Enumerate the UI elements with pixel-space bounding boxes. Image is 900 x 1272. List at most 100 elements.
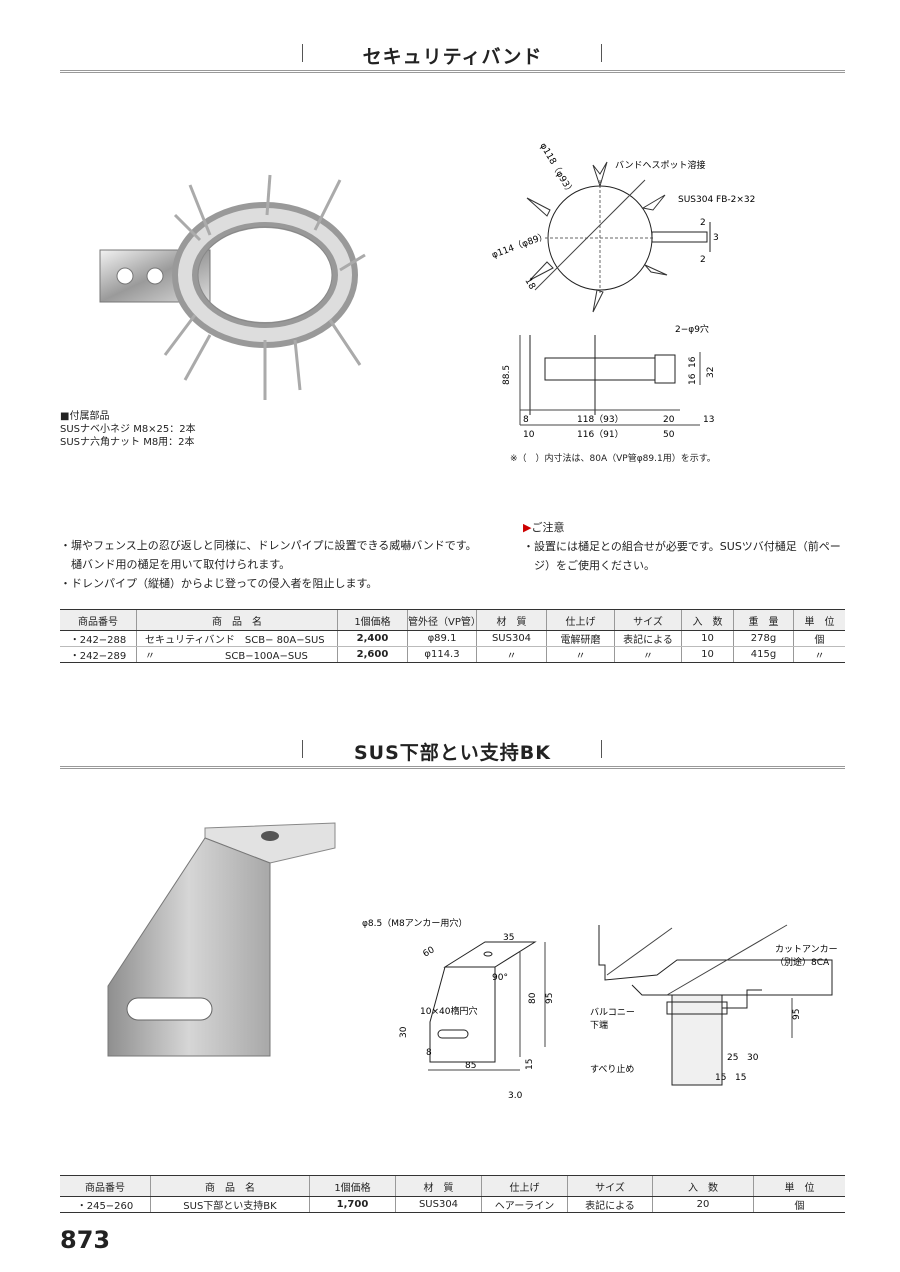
cell: 表記による	[567, 1196, 653, 1213]
cell: 2,600	[337, 646, 408, 663]
cell: 〃 SCB−100A−SUS	[136, 646, 338, 663]
cell: ・242−288	[60, 630, 137, 647]
col-header: 仕上げ	[546, 609, 615, 631]
col-header: 単 位	[793, 609, 845, 631]
col-header: 仕上げ	[481, 1175, 568, 1197]
col-header: 商 品 名	[150, 1175, 310, 1197]
dim-2b: 2	[700, 255, 706, 265]
col-header: サイズ	[567, 1175, 653, 1197]
dim-35: 35	[503, 933, 514, 943]
dim-16a: 16	[688, 356, 698, 368]
dim-80: 80	[528, 992, 538, 1004]
dim-8: 8	[426, 1048, 432, 1058]
cell: ・245−260	[60, 1196, 151, 1213]
dim-90: 90°	[492, 973, 508, 983]
description-line: ・ドレンパイプ（縦樋）からよじ登っての侵入者を阻止します。	[60, 577, 378, 590]
cell: 〃	[614, 646, 682, 663]
label-anchor: カットアンカー	[775, 944, 838, 955]
dim-118: 118（93）	[577, 414, 624, 425]
bracket-photo	[107, 822, 336, 1057]
cell: 278g	[733, 630, 794, 647]
title-bracket-right	[601, 44, 602, 62]
label-stopper: すべり止め	[590, 1063, 634, 1075]
dim-116: 116（91）	[577, 429, 624, 440]
col-header: 1個価格	[337, 609, 408, 631]
page-number: 873	[60, 1226, 111, 1254]
section2-spec-table: 商品番号 商 品 名 1個価格 材 質 仕上げ サイズ 入 数 単 位 ・245…	[60, 1175, 845, 1213]
dim-d114: φ114（φ89）	[490, 230, 549, 260]
dim-25: 25	[727, 1053, 738, 1063]
cell: 〃	[476, 646, 547, 663]
title-bracket-left	[302, 740, 303, 758]
installation-drawing: カットアンカー （別途）8CA バルコニー 下端 95 すべり止め 25 30 …	[590, 924, 838, 1086]
cell: 20	[652, 1196, 754, 1213]
section2-title-rule	[60, 766, 845, 769]
cell: SUS下部とい支持BK	[150, 1196, 310, 1213]
col-header: サイズ	[614, 609, 682, 631]
cell: 個	[753, 1196, 845, 1213]
col-header: 重 量	[733, 609, 794, 631]
dim-16b: 16	[688, 373, 698, 385]
security-band-photo	[99, 174, 366, 400]
description-line: ・塀やフェンス上の忍び返しと同様に、ドレンパイプに設置できる威嚇バンドです。	[60, 539, 477, 552]
cell: SUS304	[476, 630, 547, 647]
table-header-row: 商品番号 商 品 名 1個価格 材 質 仕上げ サイズ 入 数 単 位	[60, 1175, 845, 1197]
dim-88-5: 88.5	[502, 365, 512, 385]
dim-20: 20	[663, 415, 675, 425]
col-header: 1個価格	[309, 1175, 396, 1197]
dim-13: 13	[703, 415, 714, 425]
accessory-item: SUSナ六角ナット M8用：2本	[60, 437, 195, 448]
cell: φ114.3	[407, 646, 477, 663]
col-header: 材 質	[476, 609, 547, 631]
caution-box: ▶ご注意 ・設置には樋足との組合せが必要です。SUSツバ付樋足（前ペー ジ）をご…	[523, 518, 848, 575]
cell: 表記による	[614, 630, 682, 647]
dim-50: 50	[663, 430, 675, 440]
dim-2a: 2	[700, 218, 706, 228]
dim-18: 18	[522, 277, 537, 292]
cell: 1,700	[309, 1196, 396, 1213]
dim-10: 10	[523, 430, 535, 440]
dim-15: 15	[525, 1059, 535, 1070]
accessories-heading: ■付属部品	[60, 411, 110, 422]
section2-title: SUS下部とい支持BK	[353, 742, 551, 764]
triangle-icon: ▶	[523, 521, 532, 534]
col-header: 商品番号	[60, 1175, 151, 1197]
dimension-note: ※（ ）内寸法は、80A（VP管φ89.1用）を示す。	[510, 454, 716, 464]
dim-60: 60	[422, 945, 437, 960]
col-header: 入 数	[652, 1175, 754, 1197]
col-header: 管外径（VP管）	[407, 609, 481, 631]
cell: 個	[793, 630, 845, 647]
caution-line: ・設置には樋足との組合せが必要です。SUSツバ付樋足（前ペー	[523, 540, 841, 553]
col-header: 単 位	[753, 1175, 845, 1197]
cell: 電解研磨	[546, 630, 615, 647]
caution-heading: ▶ご注意	[523, 521, 565, 534]
dim-30: 30	[399, 1026, 409, 1038]
dim-15a: 15	[715, 1073, 726, 1083]
bracket-drawing: φ8.5（M8アンカー用穴） 35 60 90° 80 95 10×40楕円穴 …	[362, 917, 555, 1101]
cell: 415g	[733, 646, 794, 663]
cell: ・242−289	[60, 646, 137, 663]
label-anchor-size: （別途）8CA	[775, 956, 830, 968]
col-header: 商 品 名	[136, 609, 338, 631]
dim-95: 95	[792, 1009, 802, 1020]
cell: 〃	[546, 646, 615, 663]
dim-3-0: 3.0	[508, 1091, 523, 1101]
label-balcony: バルコニー	[590, 1007, 635, 1018]
dim-30: 30	[747, 1053, 759, 1063]
dim-15b: 15	[735, 1073, 746, 1083]
label-fb: SUS304 FB-2×32	[678, 195, 755, 205]
label-weld: バンドヘスポット溶接	[615, 159, 705, 171]
cell: 10	[681, 646, 734, 663]
accessory-item: SUSナベ小ネジ M8×25：2本	[60, 424, 196, 435]
cell: φ89.1	[407, 630, 477, 647]
label-hole: 2−φ9穴	[675, 323, 709, 335]
cell: SUS304	[395, 1196, 482, 1213]
table-header-row: 商品番号 商 品 名 1個価格 管外径（VP管） 材 質 仕上げ サイズ 入 数…	[60, 609, 845, 631]
col-header: 入 数	[681, 609, 734, 631]
dim-8: 8	[523, 415, 529, 425]
dim-3: 3	[713, 233, 719, 243]
table-row: ・242−288 セキュリティバンド SCB− 80A−SUS 2,400 φ8…	[60, 630, 845, 647]
label-balcony-bottom: 下端	[590, 1019, 608, 1031]
description-line: 樋バンド用の樋足を用いて取付けられます。	[60, 558, 291, 571]
dim-85: 85	[465, 1061, 476, 1071]
